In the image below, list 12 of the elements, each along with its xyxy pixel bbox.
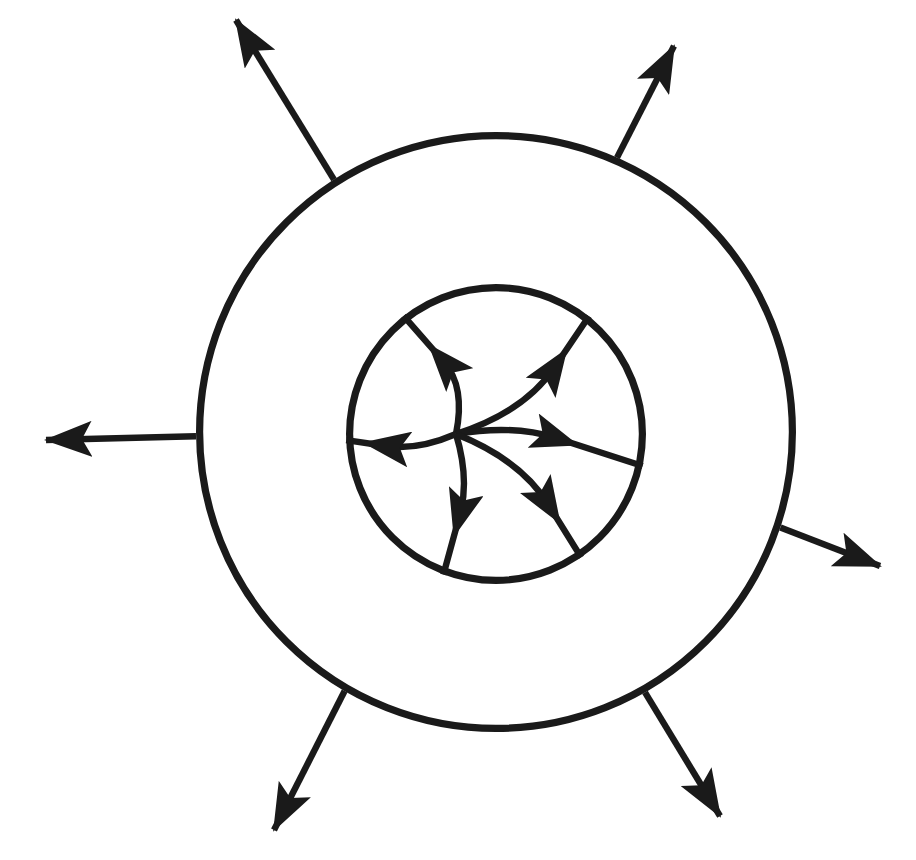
- arrow: [779, 524, 882, 569]
- arrow: [642, 690, 723, 818]
- arrow: [614, 44, 677, 160]
- inner-circle: [346, 284, 646, 584]
- arrow: [233, 18, 337, 182]
- arrow: [44, 420, 197, 457]
- curved-arrow: [401, 313, 474, 435]
- arrow: [271, 689, 348, 832]
- curved-arrow: [440, 433, 484, 576]
- curved-arrow: [345, 431, 458, 468]
- curved-arrow: [454, 431, 584, 560]
- outer-circle: [196, 132, 796, 732]
